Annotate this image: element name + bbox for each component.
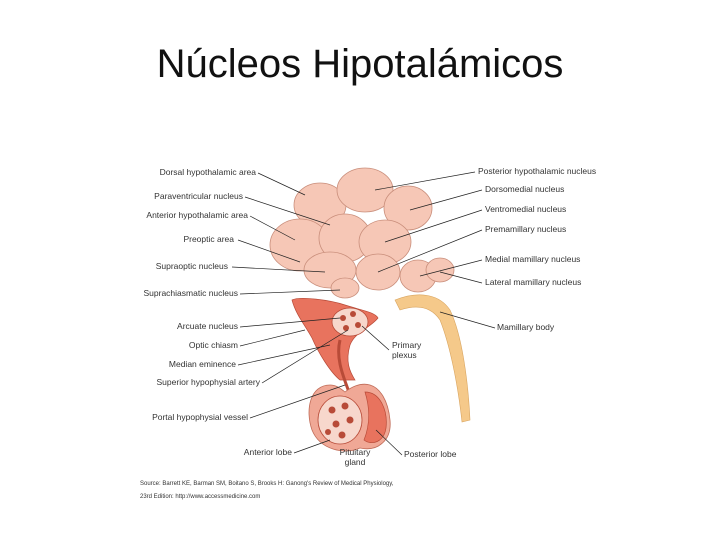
label-anterior-lobe: Anterior lobe — [244, 447, 292, 457]
source-line-1: Source: Barrett KE, Barman SM, Boitano S… — [140, 481, 394, 487]
median-eminence-region — [291, 298, 379, 381]
primary-plexus — [331, 307, 369, 337]
right-labels: Posterior hypothalamic nucleus Dorsomedi… — [340, 166, 596, 467]
source-line-2: 23rd Edition: http://www.accessmedicine.… — [140, 494, 260, 500]
label-portal-hypophysial-vessel: Portal hypophysial vessel — [152, 412, 248, 422]
anterior-lobe-sinusoids — [317, 395, 363, 445]
label-posterior-hypothalamic-nucleus: Posterior hypothalamic nucleus — [478, 166, 596, 176]
label-dorsomedial-nucleus: Dorsomedial nucleus — [485, 184, 564, 194]
mamillary-tract — [394, 294, 471, 423]
label-supraoptic-nucleus: Supraoptic nucleus — [156, 261, 228, 271]
label-medial-mamillary-nucleus: Medial mamillary nucleus — [485, 254, 580, 264]
left-labels: Dorsal hypothalamic area Paraventricular… — [144, 167, 293, 457]
label-gland: gland — [345, 457, 366, 467]
label-posterior-lobe: Posterior lobe — [404, 449, 457, 459]
label-median-eminence: Median eminence — [169, 359, 236, 369]
label-mamillary-body: Mamillary body — [497, 322, 555, 332]
label-anterior-hypothalamic-area: Anterior hypothalamic area — [146, 210, 248, 220]
label-lateral-mamillary-nucleus: Lateral mamillary nucleus — [485, 277, 581, 287]
label-premamillary-nucleus: Premamillary nucleus — [485, 224, 566, 234]
label-pituitary: Pituitary — [340, 447, 371, 457]
label-dorsal-hypothalamic-area: Dorsal hypothalamic area — [160, 167, 257, 177]
dorsomedial-blob — [383, 185, 433, 231]
label-superior-hypophysial-artery: Superior hypophysial artery — [157, 377, 261, 387]
lateral-mamillary-blob — [425, 257, 455, 283]
slide-title: Núcleos Hipotalámicos — [156, 42, 564, 86]
label-suprachiasmatic-nucleus: Suprachiasmatic nucleus — [144, 288, 239, 298]
label-ventromedial-nucleus: Ventromedial nucleus — [485, 204, 566, 214]
label-primary: Primary — [392, 340, 422, 350]
leader-lines-right — [361, 171, 496, 456]
label-preoptic-area: Preoptic area — [183, 234, 234, 244]
nuclei-group — [269, 167, 455, 299]
label-optic-chiasm: Optic chiasm — [189, 340, 238, 350]
posterior-hypothalamic-blob — [336, 167, 394, 213]
label-plexus: plexus — [392, 350, 417, 360]
posterior-lobe — [363, 391, 387, 443]
label-paraventricular-nucleus: Paraventricular nucleus — [154, 191, 243, 201]
leader-lines-left — [231, 172, 349, 454]
suprachiasmatic-blob — [330, 277, 360, 299]
label-arcuate-nucleus: Arcuate nucleus — [177, 321, 238, 331]
